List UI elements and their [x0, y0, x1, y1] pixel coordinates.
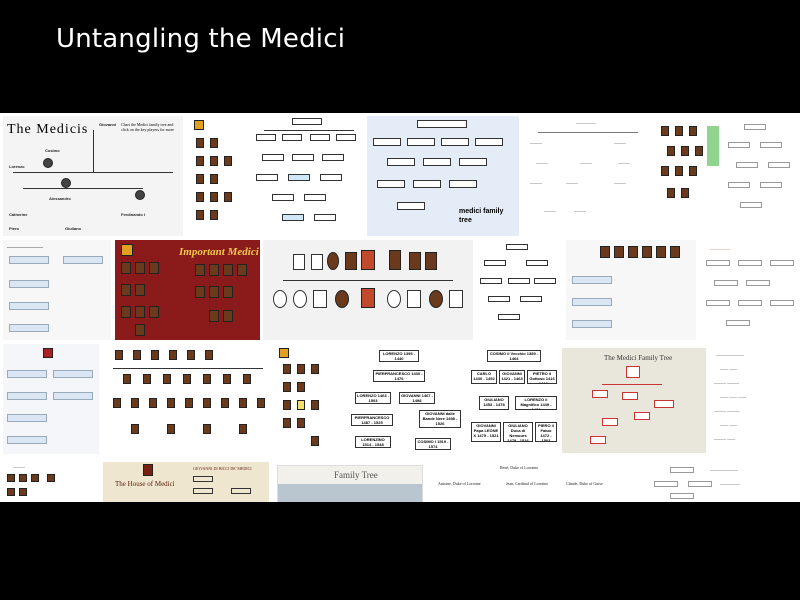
tile-oval-portrait-tree[interactable] [263, 240, 473, 340]
tree-label: Claude, Duke of Guise [566, 481, 603, 486]
tile-bold-tree-lorenzo[interactable]: LORENZO 1395 - 1440 PIERFRANCESCO 1430 -… [349, 348, 467, 458]
tree-node: LORENZO il Magnifico 1449 - 1492 [515, 396, 557, 410]
tree-node: GIULIANO 1453 - 1478 [479, 396, 509, 410]
tile-caption: medici family [459, 208, 504, 215]
tree-node: PIERFRANCESCO 1430 - 1476 [373, 370, 425, 382]
portrait-thumbnail [135, 190, 145, 200]
tile-title: Important Medici [179, 246, 259, 258]
coat-of-arms [194, 120, 204, 130]
tile-important-medici[interactable]: Important Medici [115, 240, 260, 340]
tile-title: The Medicis [7, 122, 89, 137]
tree-label: Antoine, Duke of Lorraine [438, 481, 481, 486]
slide-title: Untangling the Medici [56, 24, 346, 54]
tree-name: Giovanni [99, 122, 117, 127]
tile-text-tree-e[interactable]: ——————— —— —— ——— ——— —— —— —— ——— ——— —… [710, 348, 800, 453]
tree-node: GIOVANNI 1467 - 1498 [399, 392, 435, 404]
tile-house-of-medici[interactable]: The House of Medici GIOVANNI DI BICCI DE… [103, 462, 269, 502]
tile-text-genealogy[interactable]: ————— ——— ——— ——— ——— ——— ——— ——— ——— ——… [522, 116, 650, 236]
tile-the-medicis[interactable]: The Medicis Chart the Medici family tree… [3, 116, 183, 236]
tree-node: GIOVANNI dalle Bande Nere 1498 - 1526 [419, 410, 461, 428]
tile-portrait-tree-b[interactable] [653, 116, 721, 236]
tile-box-tree-a[interactable] [252, 116, 364, 236]
coat-of-arms [121, 244, 133, 256]
tile-text-tree-g[interactable]: ——————— ————— [640, 463, 800, 502]
tree-name: Ferdinando I [121, 212, 145, 217]
tile-title: The House of Medici [115, 480, 175, 488]
tile-portrait-tree-c[interactable] [566, 240, 696, 340]
tile-box-tree-c[interactable] [476, 240, 562, 340]
portrait-thumbnail [61, 178, 71, 188]
tree-node: CARLO 1430 - 1492 [471, 370, 497, 384]
tile-medici-family-tree-pattern[interactable]: The Medici Family Tree [562, 348, 706, 453]
tile-title: The Medici Family Tree [604, 354, 673, 362]
tree-name: Lorenzo [9, 164, 25, 169]
tree-name: Cosimo [45, 148, 60, 153]
tile-bold-tree-cosimo[interactable]: COSIMO il Vecchio 1389 - 1464 CARLO 1430… [469, 348, 559, 458]
tile-text-tree-a[interactable] [724, 116, 800, 236]
tree-name: Catherine [9, 212, 28, 217]
tree-node: GIULIANO Duca di Nemours 1479 - 1516 [503, 422, 533, 442]
tree-node: LORENZINO 1514 - 1548 [355, 436, 391, 448]
tile-caption: tree [459, 217, 472, 224]
family-tree-image-collage: The Medicis Chart the Medici family tree… [0, 113, 800, 502]
tile-text-tree-d[interactable] [3, 344, 99, 454]
tile-header: GIOVANNI DI BICCI DE' MEDICI [193, 466, 252, 471]
tile-portrait-tree-a[interactable] [190, 116, 250, 236]
tile-portrait-tree-e[interactable] [275, 344, 345, 454]
tile-lorraine-tree[interactable]: René, Duke of Lorraine Antoine, Duke of … [428, 463, 628, 502]
tree-node: PIERO il Fatuo 1472 - 1503 [535, 422, 557, 442]
portrait-thumbnail [43, 158, 53, 168]
coat-of-arms [279, 348, 289, 358]
tile-text-tree-b[interactable]: ————————— [3, 240, 111, 340]
tree-node: LORENZO 1463 - 1503 [355, 392, 391, 404]
tree-label: René, Duke of Lorraine [500, 465, 538, 470]
tile-family-tree[interactable]: Family Tree [277, 465, 423, 502]
tree-node: GIOVANNI Papa LEONE X 1475 - 1521 [471, 422, 501, 442]
tree-node: COSIMO I 1519 - 1574 [415, 438, 451, 450]
tile-text-tree-f[interactable]: ——— [3, 460, 99, 502]
tile-instructions: Chart the Medici family tree and click o… [121, 122, 174, 132]
tree-name: Alessandro [49, 196, 71, 201]
tree-name: Giuliano [65, 226, 81, 231]
coat-of-arms [143, 464, 153, 476]
tile-title: Family Tree [334, 470, 378, 480]
tree-node: PIERFRANCESCO 1487 - 1525 [351, 414, 393, 426]
tree-node: COSIMO il Vecchio 1389 - 1464 [487, 350, 541, 362]
tree-node: PIETRO il Gottoso 1416 - 1469 [527, 370, 557, 384]
tree-label: Jean, Cardinal of Lorraine [506, 481, 548, 486]
tile-text-tree-c[interactable]: ————— [700, 240, 800, 340]
tree-node: LORENZO 1395 - 1440 [379, 350, 419, 362]
tree-node: GIOVANNI 1421 - 1463 [499, 370, 525, 384]
tile-portrait-tree-d[interactable] [103, 344, 271, 454]
tile-medici-family-tree-blue[interactable]: medici family tree [367, 116, 519, 236]
tree-name: Piero [9, 226, 20, 231]
